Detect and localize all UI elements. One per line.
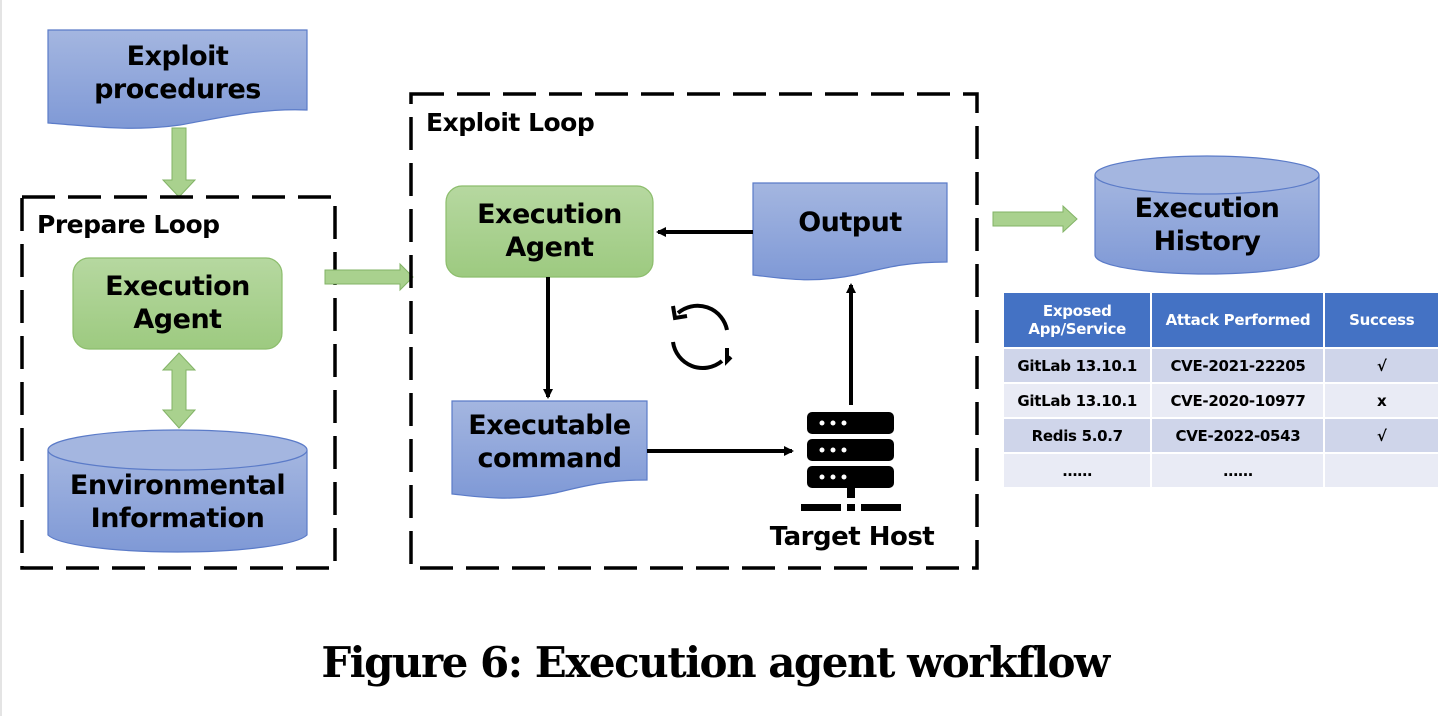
environmental-information-db xyxy=(47,429,308,553)
table-header-row: Exposed App/Service Attack Performed Suc… xyxy=(1004,293,1438,347)
table-row: …… …… xyxy=(1004,454,1438,487)
exploit-loop-box xyxy=(409,92,979,570)
output-label: Output xyxy=(798,206,902,238)
cell-app: Redis 5.0.7 xyxy=(1004,419,1151,452)
refresh-cycle-icon xyxy=(671,303,733,370)
col-header-success: Success xyxy=(1325,293,1438,347)
table-row: GitLab 13.10.1 CVE-2020-10977 x xyxy=(1004,384,1438,417)
execution-history-label: Execution History xyxy=(1134,193,1280,257)
arrow-exploit-to-history xyxy=(992,204,1078,234)
execution-history-table: Exposed App/Service Attack Performed Suc… xyxy=(1002,291,1440,489)
prepare-loop-box xyxy=(20,195,337,570)
executable-command-label: Executable command xyxy=(468,410,631,474)
cell-success xyxy=(1325,454,1438,487)
cell-success: √ xyxy=(1325,419,1438,452)
figure-caption: Figure 6: Execution agent workflow xyxy=(321,638,1110,687)
table-row: GitLab 13.10.1 CVE-2021-22205 √ xyxy=(1004,349,1438,382)
table-row: Redis 5.0.7 CVE-2022-0543 √ xyxy=(1004,419,1438,452)
environmental-information-label: Environmental Information xyxy=(69,470,286,534)
cell-app: …… xyxy=(1004,454,1151,487)
cell-app: GitLab 13.10.1 xyxy=(1004,349,1151,382)
cell-app: GitLab 13.10.1 xyxy=(1004,384,1151,417)
prepare-loop-title: Prepare Loop xyxy=(37,210,220,239)
col-header-attack: Attack Performed xyxy=(1152,293,1324,347)
cell-attack: CVE-2020-10977 xyxy=(1152,384,1324,417)
cell-success: x xyxy=(1325,384,1438,417)
exploit-procedures-doc xyxy=(47,29,308,129)
arrow-procedures-to-prepare xyxy=(161,127,197,198)
executable-command-doc xyxy=(451,400,648,499)
target-host-label: Target Host xyxy=(769,522,935,553)
cell-attack: …… xyxy=(1152,454,1324,487)
cell-attack: CVE-2022-0543 xyxy=(1152,419,1324,452)
output-doc xyxy=(752,182,948,281)
server-rack-icon xyxy=(801,412,901,511)
prepare-execution-agent-box xyxy=(72,257,283,350)
exploit-loop-title: Exploit Loop xyxy=(426,108,595,137)
cell-success: √ xyxy=(1325,349,1438,382)
arrow-agent-env-bidirectional xyxy=(161,352,197,429)
exploit-procedures-label: Exploit procedures xyxy=(94,41,261,105)
arrow-prepare-to-exploit xyxy=(324,262,414,292)
page-edge xyxy=(0,0,2,716)
prepare-agent-label: Execution Agent xyxy=(105,270,250,335)
execution-history-db xyxy=(1094,155,1320,275)
cell-attack: CVE-2021-22205 xyxy=(1152,349,1324,382)
exploit-agent-label: Execution Agent xyxy=(477,198,622,263)
col-header-exposed-app: Exposed App/Service xyxy=(1004,293,1151,347)
